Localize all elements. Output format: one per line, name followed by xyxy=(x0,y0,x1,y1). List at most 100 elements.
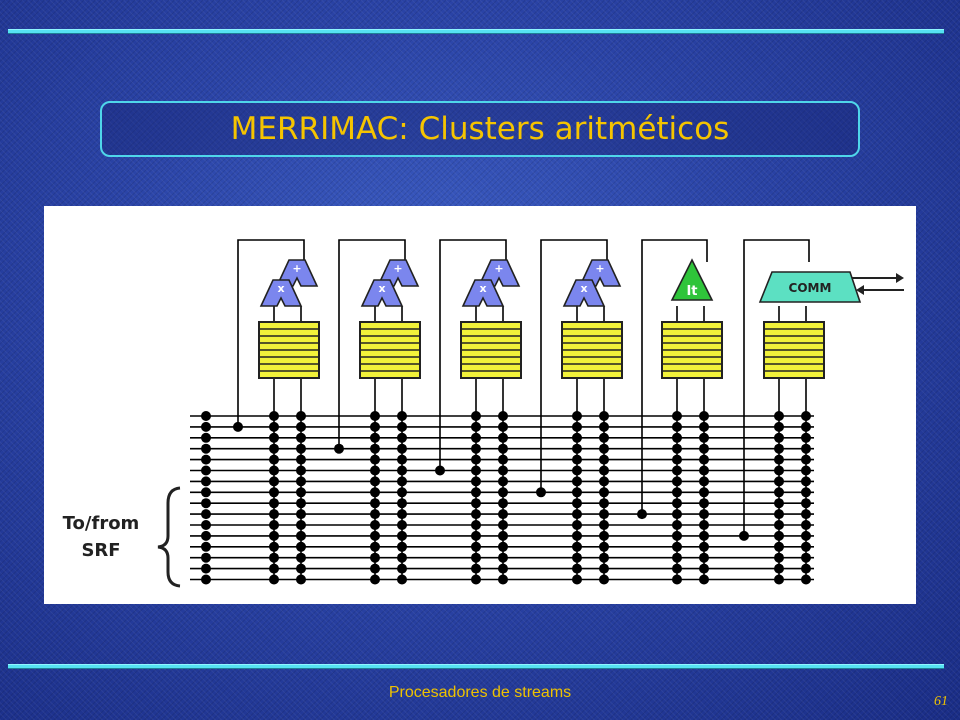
port-dot xyxy=(672,563,682,574)
port-dot xyxy=(269,520,279,530)
port-dot xyxy=(397,530,407,541)
port-dot xyxy=(370,520,380,530)
port-dot xyxy=(672,421,682,432)
adder-symbol: + xyxy=(393,262,402,275)
feedback-wire xyxy=(439,239,507,471)
port-dot xyxy=(774,541,784,552)
srf-brace xyxy=(157,486,181,588)
port-dot xyxy=(296,421,306,432)
srf-port-dot xyxy=(201,498,211,509)
port-dot xyxy=(498,509,508,520)
port-dot xyxy=(699,465,709,476)
port-dot xyxy=(572,432,582,443)
register-file xyxy=(661,321,723,379)
comm-unit-label: COMM xyxy=(789,281,832,295)
port-dot xyxy=(269,487,279,498)
port-dot xyxy=(471,520,481,530)
feedback-wires xyxy=(237,239,810,580)
port-dot xyxy=(269,476,279,487)
port-dot xyxy=(774,476,784,487)
port-dot xyxy=(599,498,609,509)
port-dot xyxy=(699,509,709,520)
multiplier-symbol: x xyxy=(378,282,385,295)
comm-unit: COMM xyxy=(758,271,904,303)
port-dot xyxy=(471,498,481,509)
port-dot xyxy=(471,509,481,520)
port-dot xyxy=(699,421,709,432)
feedback-tap-dot xyxy=(233,421,243,432)
register-file xyxy=(763,321,825,379)
port-dot xyxy=(269,454,279,465)
port-dot xyxy=(774,520,784,530)
feedback-wire xyxy=(540,239,608,493)
srf-port-dot xyxy=(201,563,211,574)
port-dot xyxy=(471,552,481,563)
port-dot xyxy=(774,563,784,574)
port-dot xyxy=(471,574,481,585)
port-dot xyxy=(296,454,306,465)
port-dot xyxy=(572,498,582,509)
feedback-tap-dot xyxy=(334,443,344,454)
feedback-wire xyxy=(743,239,810,536)
port-dot xyxy=(498,465,508,476)
port-dot xyxy=(599,574,609,585)
fpu-unit: +x xyxy=(461,259,521,307)
port-dot xyxy=(572,530,582,541)
it-unit-shape xyxy=(670,258,714,301)
port-dot xyxy=(397,465,407,476)
port-dot xyxy=(572,443,582,454)
port-dot xyxy=(774,411,784,421)
port-dot xyxy=(699,498,709,509)
port-dot xyxy=(269,421,279,432)
port-dot xyxy=(370,541,380,552)
srf-label-line2: SRF xyxy=(81,540,120,561)
port-dot xyxy=(471,421,481,432)
port-dot xyxy=(801,498,811,509)
title-box: MERRIMAC: Clusters aritméticos xyxy=(100,101,860,157)
port-dot xyxy=(801,520,811,530)
port-dot xyxy=(672,574,682,585)
port-dot xyxy=(370,465,380,476)
bus-connection-dots xyxy=(201,411,811,585)
comm-unit-shape xyxy=(758,271,862,303)
port-dot xyxy=(801,541,811,552)
port-dot xyxy=(672,432,682,443)
port-dot xyxy=(269,530,279,541)
srf-port-dot xyxy=(201,421,211,432)
port-dot xyxy=(397,563,407,574)
port-dot xyxy=(471,563,481,574)
feedback-wire xyxy=(641,239,708,515)
comm-out-arrowhead xyxy=(896,273,904,283)
port-dot xyxy=(774,421,784,432)
port-dot xyxy=(699,563,709,574)
adder-symbol: + xyxy=(595,262,604,275)
port-dot xyxy=(397,411,407,421)
port-dot xyxy=(498,541,508,552)
port-dot xyxy=(296,530,306,541)
port-dot xyxy=(699,520,709,530)
it-unit: It xyxy=(670,258,714,301)
multiplier-shape xyxy=(360,279,404,307)
port-dot xyxy=(498,421,508,432)
srf-port-dot xyxy=(201,476,211,487)
bottom-rule xyxy=(8,665,944,668)
multiplier-shape xyxy=(562,279,606,307)
port-dot xyxy=(699,432,709,443)
port-dot xyxy=(498,411,508,421)
port-dot xyxy=(774,509,784,520)
feedback-tap-dot xyxy=(435,465,445,476)
port-dot xyxy=(370,487,380,498)
port-dot xyxy=(370,432,380,443)
port-dot xyxy=(672,487,682,498)
port-dot xyxy=(269,563,279,574)
port-dot xyxy=(699,541,709,552)
port-dot xyxy=(672,552,682,563)
port-dot xyxy=(572,465,582,476)
port-dot xyxy=(672,454,682,465)
port-dot xyxy=(296,432,306,443)
port-dot xyxy=(471,443,481,454)
srf-port-dot xyxy=(201,552,211,563)
port-dot xyxy=(672,498,682,509)
port-dot xyxy=(801,465,811,476)
port-dot xyxy=(370,421,380,432)
